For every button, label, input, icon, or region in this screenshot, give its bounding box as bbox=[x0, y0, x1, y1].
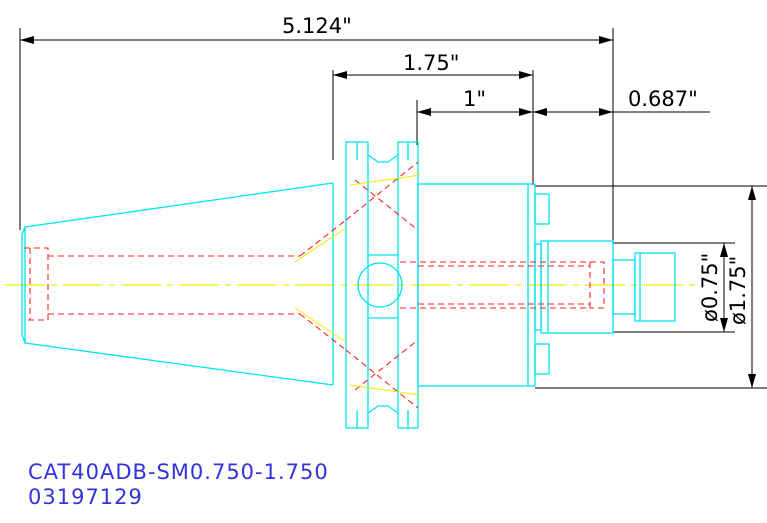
construction-lines bbox=[294, 174, 421, 396]
hidden-lines bbox=[24, 161, 605, 409]
dimension-lines bbox=[19, 28, 767, 389]
id-number: 03197129 bbox=[28, 485, 143, 509]
dim-bore-diameter: ø0.75" bbox=[698, 253, 722, 322]
dimension-arrows bbox=[20, 36, 756, 388]
dim-projection: 0.687" bbox=[628, 87, 698, 111]
holder-outline bbox=[21, 141, 676, 429]
dim-overall-length: 5.124" bbox=[282, 14, 352, 38]
dim-body-diameter: ø1.75" bbox=[726, 256, 750, 325]
dim-bore-depth: 1" bbox=[463, 87, 486, 111]
part-number: CAT40ADB-SM0.750-1.750 bbox=[28, 460, 329, 484]
dim-shank-length: 1.75" bbox=[403, 51, 459, 75]
